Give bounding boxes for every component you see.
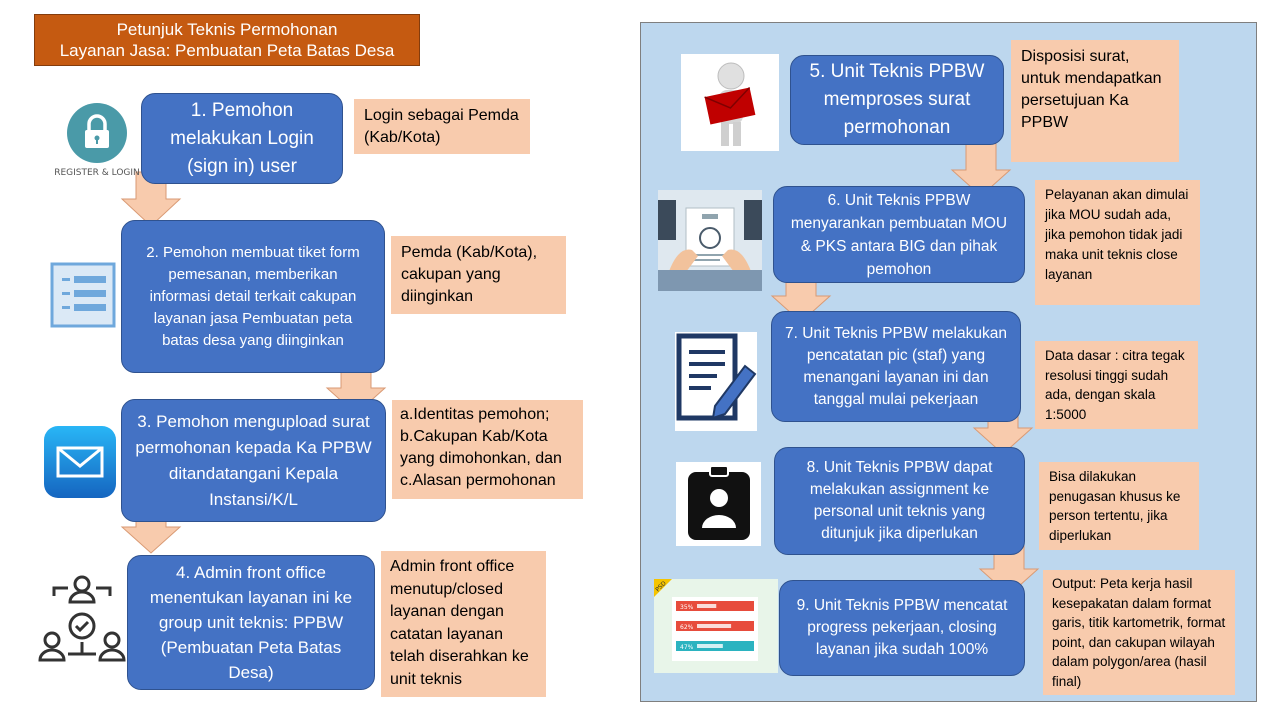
step-7-note: Data dasar : citra tegak resolusi tinggi… bbox=[1035, 341, 1198, 429]
step-9-box: 9. Unit Teknis PPBW mencatat progress pe… bbox=[779, 580, 1025, 676]
step-9-text: 9. Unit Teknis PPBW mencatat progress pe… bbox=[796, 597, 1008, 658]
mail-icon bbox=[44, 426, 116, 498]
document-pen-icon bbox=[675, 332, 757, 431]
title-line-2: Layanan Jasa: Pembuatan Peta Batas Desa bbox=[59, 41, 395, 60]
step-6-note: Pelayanan akan dimulai jika MOU sudah ad… bbox=[1035, 180, 1200, 305]
step-3-box: 3. Pemohon mengupload surat permohonan k… bbox=[121, 399, 386, 522]
progress-bar-3-label: 47% bbox=[680, 644, 694, 651]
step-2-note: Pemda (Kab/Kota), cakupan yang diinginka… bbox=[391, 236, 566, 314]
step-7-box: 7. Unit Teknis PPBW melakukan pencatatan… bbox=[771, 311, 1021, 422]
step-1-text: 1. Pemohon melakukan Login (sign in) use… bbox=[170, 99, 314, 177]
step-7-text: 7. Unit Teknis PPBW melakukan pencatatan… bbox=[785, 324, 1007, 408]
progress-bar-3-fill bbox=[697, 644, 723, 648]
form-list-icon bbox=[50, 262, 116, 328]
step-4-note: Admin front office menutup/closed layana… bbox=[381, 551, 546, 697]
progress-bar-1-fill bbox=[697, 604, 717, 608]
step-9-note: Output: Peta kerja hasil kesepakatan dal… bbox=[1043, 570, 1235, 695]
progress-bar-1-label: 35% bbox=[680, 604, 694, 611]
step-5-text: 5. Unit Teknis PPBW memproses surat perm… bbox=[809, 61, 985, 138]
step-1-note: Login sebagai Pemda (Kab/Kota) bbox=[354, 99, 530, 154]
register-login-icon: REGISTER & LOGIN bbox=[52, 100, 142, 184]
id-badge-icon bbox=[676, 462, 761, 546]
team-assign-icon bbox=[38, 574, 126, 662]
title-line-1: Petunjuk Teknis Permohonan bbox=[116, 20, 338, 39]
mou-handshake-icon bbox=[658, 190, 762, 291]
person-holding-letter-icon bbox=[681, 54, 779, 151]
progress-bar-2-label: 62% bbox=[680, 624, 694, 631]
step-3-text: 3. Pemohon mengupload surat permohonan k… bbox=[135, 411, 372, 509]
step-8-text: 8. Unit Teknis PPBW dapat melakukan assi… bbox=[806, 459, 993, 542]
step-8-note: Bisa dilakukan penugasan khusus ke perso… bbox=[1039, 462, 1199, 550]
step-3-note: a.Identitas pemohon; b.Cakupan Kab/Kota … bbox=[392, 400, 583, 499]
step-4-box: 4. Admin front office menentukan layanan… bbox=[127, 555, 375, 690]
step-2-text: 2. Pemohon membuat tiket form pemesanan,… bbox=[146, 243, 360, 349]
step-5-note: Disposisi surat, untuk mendapatkan perse… bbox=[1011, 40, 1179, 162]
step-6-box: 6. Unit Teknis PPBW menyarankan pembuata… bbox=[773, 186, 1025, 283]
progress-bar-2-fill bbox=[697, 624, 732, 628]
step-4-text: 4. Admin front office menentukan layanan… bbox=[149, 563, 353, 682]
progress-bars-icon: 35% 62% 47% PSD bbox=[654, 579, 778, 673]
step-8-box: 8. Unit Teknis PPBW dapat melakukan assi… bbox=[774, 447, 1025, 555]
step-5-box: 5. Unit Teknis PPBW memproses surat perm… bbox=[790, 55, 1004, 145]
step-6-text: 6. Unit Teknis PPBW menyarankan pembuata… bbox=[790, 191, 1008, 278]
arrow-5-6 bbox=[950, 142, 1012, 197]
step-2-box: 2. Pemohon membuat tiket form pemesanan,… bbox=[121, 220, 385, 373]
page-title: Petunjuk Teknis Permohonan Layanan Jasa:… bbox=[34, 14, 420, 66]
register-login-label: REGISTER & LOGIN bbox=[54, 168, 140, 178]
step-1-box: 1. Pemohon melakukan Login (sign in) use… bbox=[141, 93, 343, 184]
